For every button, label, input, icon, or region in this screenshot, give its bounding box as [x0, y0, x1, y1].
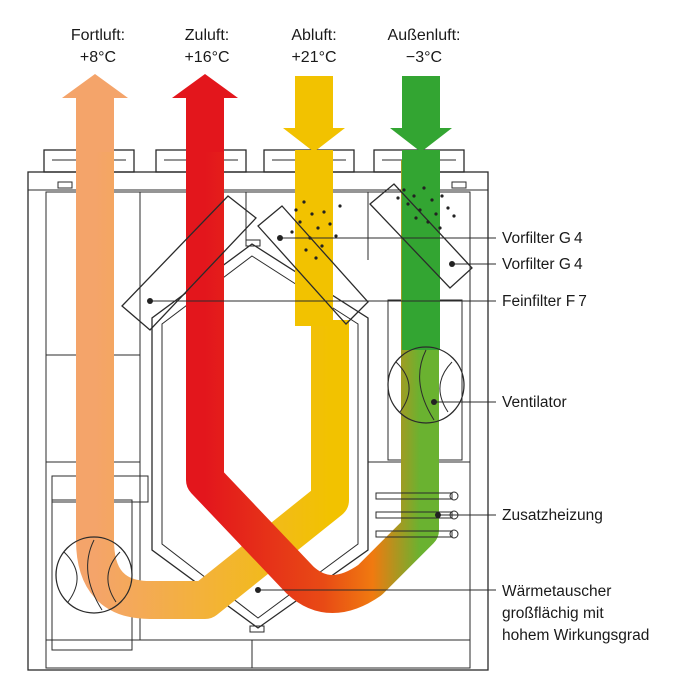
label-zusatzheizung: Zusatzheizung	[502, 507, 603, 524]
component-labels: Vorfilter G 4 Vorfilter G 4 Feinfilter F…	[502, 230, 649, 644]
label-waermetauscher-3: hohem Wirkungsgrad	[502, 627, 649, 644]
header-fortluft-temp: +8°C	[80, 49, 116, 66]
arrow-up-zuluft	[172, 74, 238, 98]
fan-exhaust	[55, 536, 133, 614]
header-zuluft-temp: +16°C	[184, 49, 229, 66]
stream-aussenluft	[390, 76, 452, 350]
header-aussenluft-temp: −3°C	[406, 49, 442, 66]
label-ventilator: Ventilator	[502, 394, 567, 411]
header-zuluft-name: Zuluft:	[185, 27, 229, 44]
header-abluft-temp: +21°C	[291, 49, 336, 66]
header-abluft-name: Abluft:	[291, 27, 336, 44]
label-waermetauscher-2: großflächig mit	[502, 605, 604, 622]
heat-exchanger	[151, 239, 369, 633]
leader-lines	[147, 235, 496, 593]
label-waermetauscher-1: Wärmetauscher	[502, 583, 611, 600]
label-vorfilter-2: Vorfilter G 4	[502, 256, 583, 273]
label-feinfilter: Feinfilter F 7	[502, 293, 587, 310]
arrow-down-abluft	[283, 128, 345, 152]
label-vorfilter-1: Vorfilter G 4	[502, 230, 583, 247]
fan-supply	[387, 346, 465, 424]
header-aussenluft-name: Außenluft:	[388, 27, 461, 44]
stream-fortluft	[62, 74, 349, 619]
filter-vorfilter-abluft	[257, 205, 369, 325]
filter-vorfilter-aussenluft	[369, 183, 473, 289]
arrow-up-fortluft	[62, 74, 128, 98]
arrow-down-aussenluft	[390, 128, 452, 152]
heater-coils	[375, 491, 459, 539]
header-fortluft-name: Fortluft:	[71, 27, 125, 44]
filter-feinfilter	[121, 195, 257, 331]
stream-headers: Fortluft: +8°C Zuluft: +16°C Abluft: +21…	[71, 27, 461, 66]
stream-zuluft	[172, 74, 439, 613]
dust-particles	[290, 186, 456, 260]
